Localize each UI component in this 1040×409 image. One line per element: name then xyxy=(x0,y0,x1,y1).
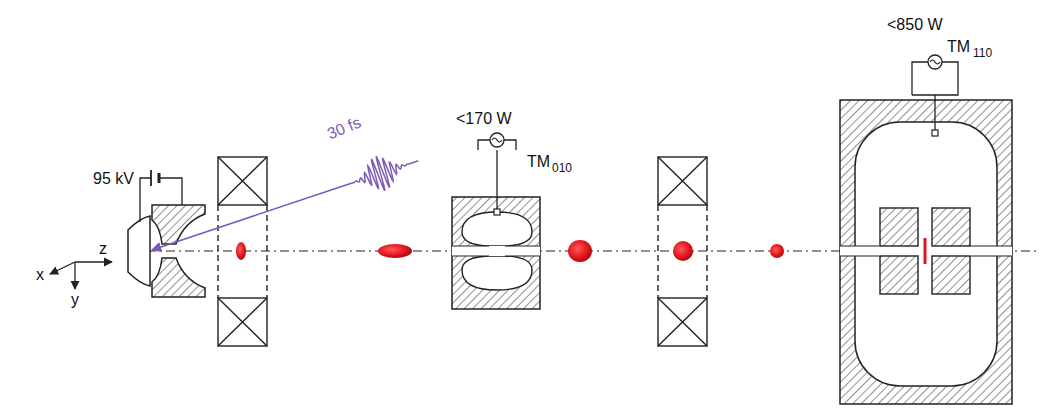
axis-label: y xyxy=(71,291,79,309)
axis-label: z xyxy=(99,240,107,258)
mode-label: TM xyxy=(947,38,970,56)
cathode xyxy=(128,216,150,286)
axis-label: x xyxy=(36,266,44,284)
deflecting-cavity xyxy=(840,55,1012,404)
battery-plate xyxy=(150,170,152,186)
electron-gun xyxy=(128,170,205,297)
streaked-bunch xyxy=(924,238,927,264)
voltage-label: 95 kV xyxy=(93,170,134,188)
mode-subscript: 110 xyxy=(973,47,992,60)
axis-triad xyxy=(50,262,112,289)
laser-beam xyxy=(152,183,352,250)
gun-wire xyxy=(140,178,182,222)
bunching-cavity xyxy=(452,133,540,309)
laser-pulse xyxy=(352,156,418,191)
solenoid-lens xyxy=(218,157,267,346)
mode-subscript: 010 xyxy=(552,162,572,175)
battery-plate xyxy=(158,173,161,183)
electron-bunches xyxy=(236,240,784,262)
power-label: <170 W xyxy=(456,110,512,128)
power-label: <850 W xyxy=(887,16,943,34)
solenoid-lens xyxy=(658,157,707,346)
pulse-duration-label: 30 fs xyxy=(325,114,364,143)
mode-label: TM xyxy=(527,153,550,171)
anode-top xyxy=(152,205,205,244)
anode-bottom xyxy=(152,258,205,297)
